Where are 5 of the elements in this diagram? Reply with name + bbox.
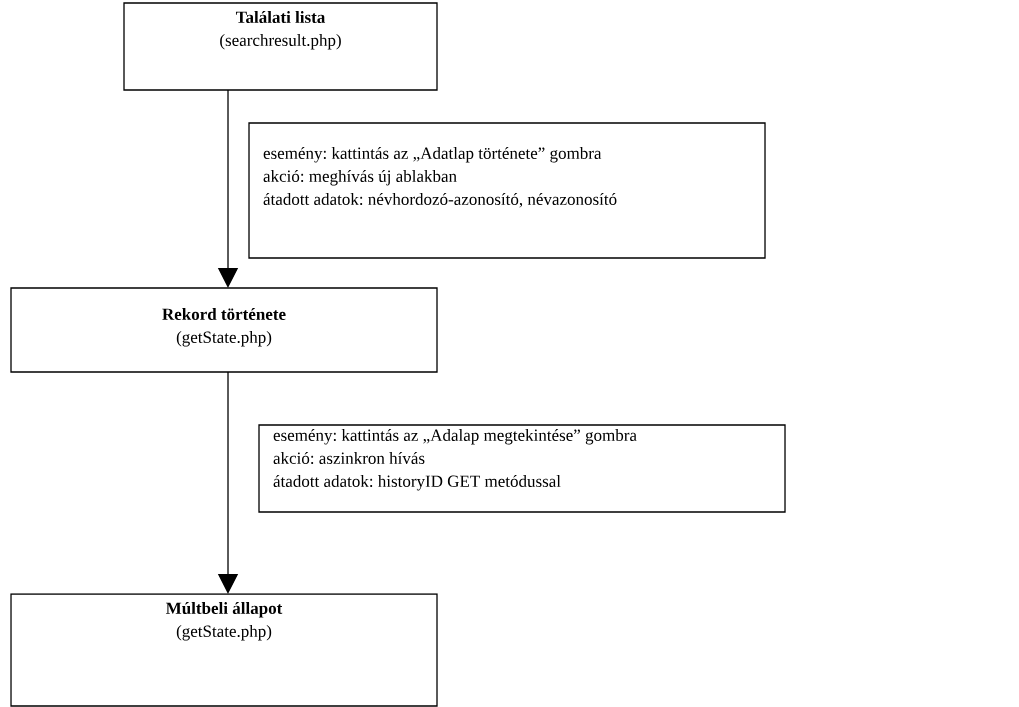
note-box: esemény: kattintás az „Adatlap története” gombra akció: meghívás új ablakban átadott adatok: névhordozó-azonosító, névazonosító <box>248 122 766 259</box>
page-box: Rekord története (getState.php) <box>10 287 438 373</box>
page-box: Találati lista (searchresult.php) <box>123 2 438 91</box>
page-box: Múltbeli állapot (getState.php) <box>10 593 438 707</box>
note-box: esemény: kattintás az „Adalap megtekintése” gombra akció: aszinkron hívás átadott adatok: historyID GET metódussal <box>258 424 786 513</box>
